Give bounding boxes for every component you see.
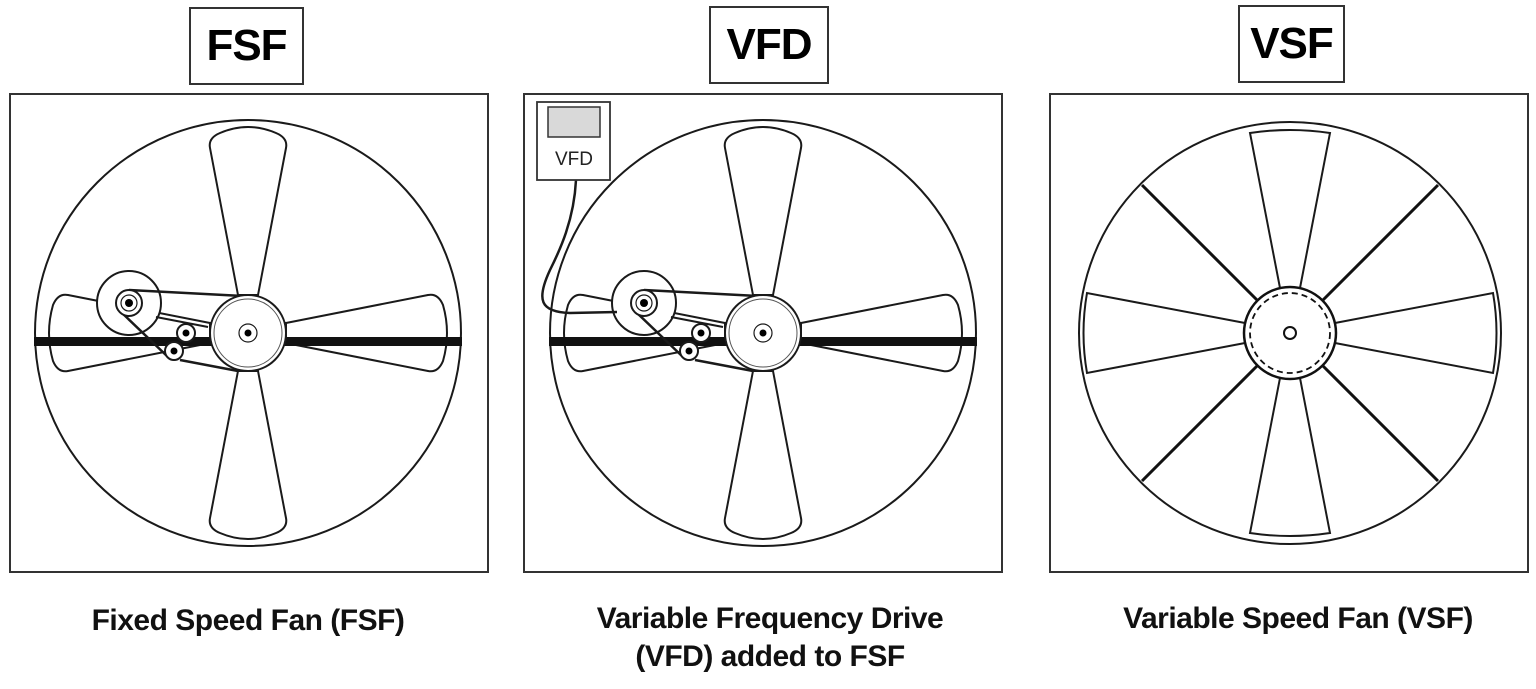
vfd-panel: VFD <box>523 93 1003 573</box>
vsf-blades <box>1082 129 1498 537</box>
vsf-caption: Variable Speed Fan (VSF) <box>1123 602 1473 635</box>
vfd-caption-line2: (VFD) added to FSF <box>635 640 905 673</box>
vsf-title: VSF <box>1250 19 1334 68</box>
vsf-hub-dashed-ring <box>1249 292 1331 374</box>
vfd-title: VFD <box>726 20 813 69</box>
vfd-title-box: VFD <box>709 6 829 84</box>
fsf-panel <box>9 93 489 573</box>
vfd-caption: Variable Frequency Drive (VFD) added to … <box>520 600 1020 676</box>
fsf-title: FSF <box>206 21 287 70</box>
vsf-panel <box>1049 93 1529 573</box>
vfd-cable <box>541 179 618 315</box>
vsf-struts <box>1140 183 1440 483</box>
vfd-fan-icon <box>547 118 979 548</box>
vsf-title-box: VSF <box>1238 5 1345 83</box>
vfd-device-label: VFD <box>555 149 593 170</box>
vfd-screen <box>547 106 601 138</box>
vsf-shaft <box>1283 326 1297 340</box>
fsf-caption: Fixed Speed Fan (FSF) <box>91 604 405 637</box>
fsf-fan-icon <box>32 118 464 548</box>
fsf-title-box: FSF <box>189 7 304 85</box>
vfd-caption-line1: Variable Frequency Drive <box>596 602 944 635</box>
